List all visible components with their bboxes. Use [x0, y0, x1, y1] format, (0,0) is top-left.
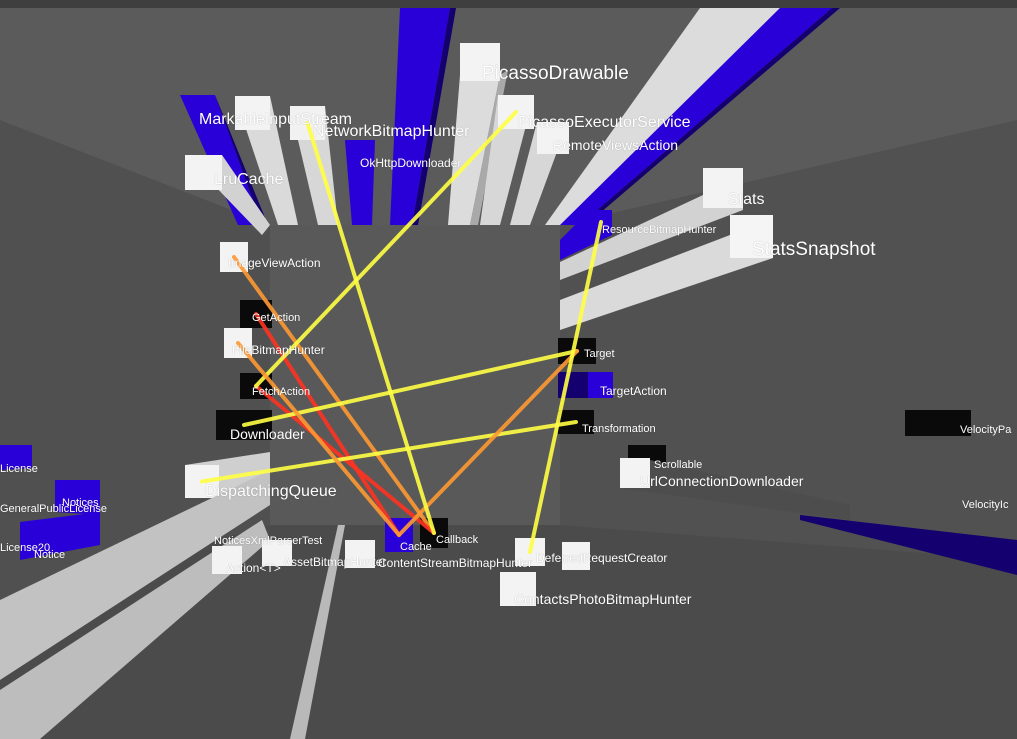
- beam-velocity-floor: [800, 515, 1017, 575]
- beam-tall-blue-side: [412, 8, 456, 225]
- floor-bottom: [0, 525, 1017, 739]
- dependency-link-file-bitmap-hunter-to-cache: [236, 341, 401, 537]
- cube-remote-views-action[interactable]: [537, 122, 569, 154]
- dependency-links: [200, 110, 603, 554]
- cube-lru-cache[interactable]: [185, 155, 222, 190]
- beam-blue-diag-1-side: [580, 8, 840, 225]
- cube-notices-xml[interactable]: [262, 540, 292, 566]
- beam-url-connection: [620, 460, 850, 520]
- beam-notice-blue: [20, 512, 100, 560]
- beam-stats: [560, 175, 743, 280]
- cube-stats-snapshot[interactable]: [730, 215, 773, 258]
- beams-top: [180, 8, 840, 235]
- beam-tall-blue-top: [390, 8, 450, 225]
- beam-markable-side: [215, 95, 268, 225]
- beam-bottom-long: [290, 525, 345, 739]
- cube-url-connection-downloader[interactable]: [620, 458, 650, 488]
- dependency-link-ok-http-downloader-to-fetch-action: [254, 110, 518, 388]
- cube-velocity-pa[interactable]: [905, 410, 971, 436]
- inner-box: [270, 225, 560, 525]
- beam-license-blue: [0, 445, 32, 470]
- cube-network-bitmap-hunter[interactable]: [235, 96, 270, 130]
- dependency-link-image-view-action-to-callback: [232, 255, 436, 535]
- cube-asset-bitmap-hunter[interactable]: [345, 540, 375, 568]
- cube-contacts-photo[interactable]: [500, 572, 536, 606]
- beam-left-long-2: [0, 520, 270, 739]
- beams-left: [0, 242, 272, 739]
- beam-ok-http-downloader: [345, 140, 375, 225]
- dependency-link-resource-bitmap-hunter-to-content-stream-bitmap-hunter: [528, 220, 603, 554]
- beam-notices-blue: [55, 480, 100, 515]
- beam-stats-snapshot: [560, 215, 773, 330]
- beam-picasso-drawable: [448, 75, 500, 225]
- dependency-link-target-to-cache: [397, 349, 579, 537]
- beam-blue-diag-1: [560, 8, 832, 225]
- cube-deferred-request[interactable]: [562, 542, 590, 570]
- cube-action-t[interactable]: [212, 546, 242, 574]
- dependency-link-get-action-to-cache: [254, 312, 401, 537]
- beam-white-diag-1: [545, 8, 780, 225]
- cube-stats[interactable]: [703, 168, 743, 208]
- dependency-link-dispatching-queue-to-transformation: [200, 420, 578, 484]
- cube-picasso-drawable[interactable]: [460, 43, 500, 81]
- dependency-link-downloader-to-target: [242, 349, 579, 427]
- dependency-link-network-bitmap-hunter-to-callback: [305, 121, 436, 535]
- beam-left-long-1: [0, 470, 270, 680]
- beams-right: [558, 168, 1017, 575]
- top-frame-bar: [0, 0, 1017, 8]
